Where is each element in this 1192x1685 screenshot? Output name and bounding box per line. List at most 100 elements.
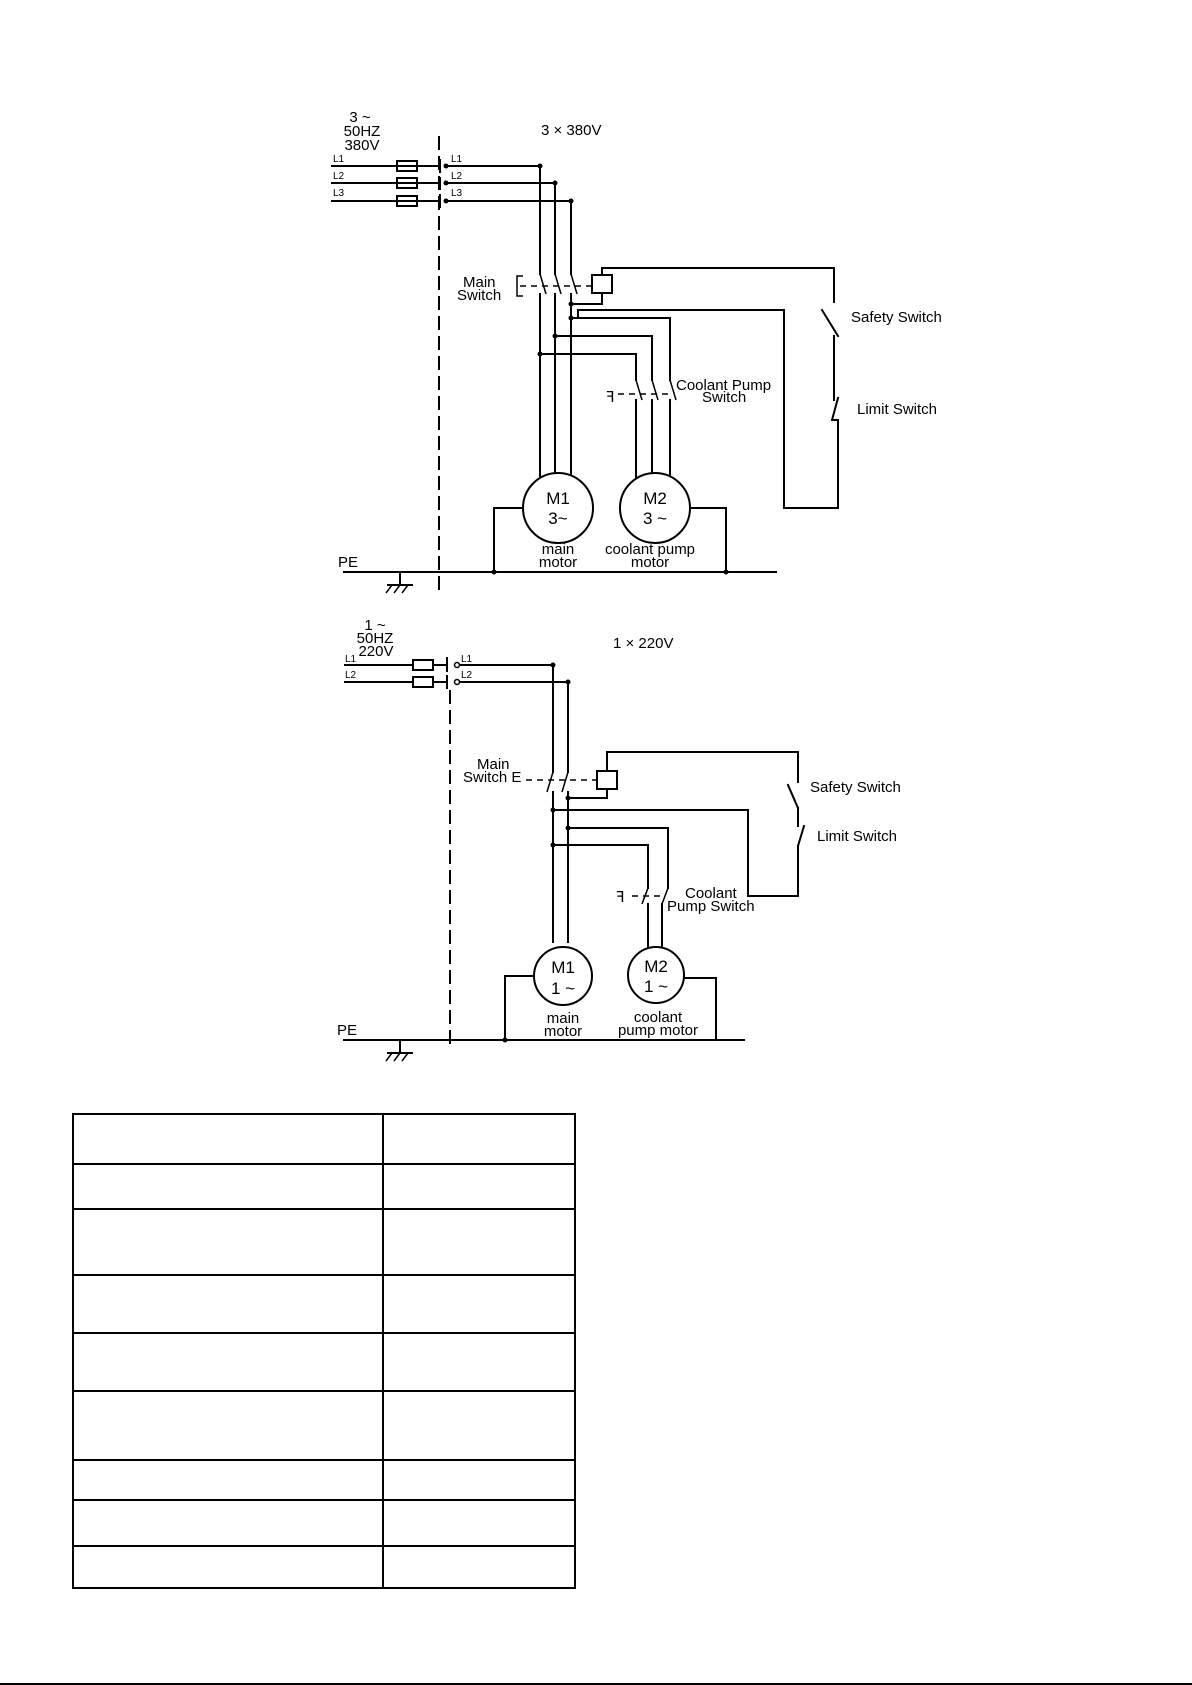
coolant-switch2-label-2: Pump Switch [667, 898, 755, 915]
coolant-switch2-label: Coolant [685, 885, 738, 902]
motor-m2: M2 3 ~ coolant pump motor [605, 472, 695, 571]
line-label-l1-right: L1 [451, 154, 463, 165]
wiring-diagrams: 3 ~ 50HZ 380V 3 × 380V L1 L2 L3 L1 L2 L3 [331, 109, 942, 1062]
spec-table [72, 1113, 576, 1589]
main-switch2-label-2: Switch E [463, 769, 521, 786]
motor-m1-caption: main [542, 541, 575, 558]
main-switch-1: Main Switch [457, 273, 613, 304]
supply-voltage-label: 380V [344, 137, 379, 154]
table-row [72, 1499, 576, 1547]
table-cell [382, 1390, 576, 1461]
table-row [72, 1208, 576, 1276]
table-cell [72, 1113, 384, 1165]
supply2-frequency-label: 50HZ [357, 630, 394, 647]
main-switch-label: Main [463, 274, 496, 291]
table-row [72, 1545, 576, 1589]
table-cell [72, 1499, 384, 1547]
line-label-l2: L2 [333, 171, 345, 182]
motor-m2-caption-2: motor [631, 554, 669, 571]
table-cell [382, 1163, 576, 1210]
safety-switch2-label: Safety Switch [810, 779, 901, 796]
rating-label: 3 × 380V [541, 122, 601, 139]
safety-switch-label: Safety Switch [851, 309, 942, 326]
coolant-pump-switch-1: ꟻ Coolant Pump Switch [606, 377, 771, 406]
page-bottom-rule [0, 1683, 1192, 1685]
table-row [72, 1274, 576, 1334]
ground-icon [385, 571, 413, 594]
table-cell [382, 1332, 576, 1392]
ground-icon-2 [385, 1039, 413, 1062]
motor2-m1-type: 1 ~ [551, 979, 575, 998]
motor-m1-caption-2: motor [539, 554, 577, 571]
coolant-switch-label-2: Switch [702, 389, 746, 406]
coolant-pump-switch-2: ꟻ Coolant Pump Switch [616, 885, 755, 915]
motor2-m2-name: M2 [644, 957, 668, 976]
table-row [72, 1113, 576, 1165]
table-cell [72, 1390, 384, 1461]
coolant-switch2-actuator-icon: ꟻ [616, 889, 625, 906]
table-cell [72, 1208, 384, 1276]
line2-label-l2-right: L2 [461, 670, 473, 681]
motor2-m1-caption: main [547, 1010, 580, 1027]
main-switch2-label: Main [477, 756, 510, 773]
line2-label-l2: L2 [345, 670, 357, 681]
coolant-switch-label: Coolant Pump [676, 377, 771, 394]
motor-m2-name: M2 [643, 489, 667, 508]
motor2-m2-caption-2: pump motor [618, 1022, 698, 1039]
motor-m1: M1 3~ main motor [522, 472, 594, 571]
table-row [72, 1459, 576, 1501]
diagram-3-phase: 3 ~ 50HZ 380V 3 × 380V L1 L2 L3 L1 L2 L3 [331, 109, 942, 594]
table-cell [382, 1274, 576, 1334]
table-cell [382, 1545, 576, 1589]
table-cell [382, 1459, 576, 1501]
main-switch-label-2: Switch [457, 287, 501, 304]
safety-switch [820, 308, 840, 338]
motor2-m1-name: M1 [551, 958, 575, 977]
table-cell [382, 1113, 576, 1165]
pe2-label: PE [337, 1022, 357, 1039]
fuses [331, 160, 439, 207]
motor-m1-name: M1 [546, 489, 570, 508]
undervoltage-coil-2 [596, 770, 618, 790]
fuses-2 [344, 659, 447, 688]
motor2-m1-caption-2: motor [544, 1023, 582, 1040]
motor2-m2-caption: coolant [634, 1009, 683, 1026]
table-row [72, 1163, 576, 1210]
limit-switch-2 [796, 824, 806, 848]
table-cell [72, 1274, 384, 1334]
motor2-m2-type: 1 ~ [644, 977, 668, 996]
table-cell [382, 1499, 576, 1547]
limit-switch2-label: Limit Switch [817, 828, 897, 845]
table-cell [72, 1332, 384, 1392]
line-label-l3-right: L3 [451, 188, 463, 199]
line2-label-l1-right: L1 [461, 654, 473, 665]
motor2-m2: M2 1 ~ coolant pump motor [618, 946, 698, 1039]
limit-switch [830, 396, 840, 422]
table-row [72, 1390, 576, 1461]
table-cell [72, 1163, 384, 1210]
motor-m2-caption: coolant pump [605, 541, 695, 558]
line-label-l1: L1 [333, 154, 345, 165]
coolant-switch-actuator-icon: ꟻ [606, 389, 615, 406]
line-label-l2-right: L2 [451, 171, 463, 182]
table-cell [72, 1545, 384, 1589]
pe-label: PE [338, 554, 358, 571]
safety-switch-2 [786, 783, 800, 810]
line-label-l3: L3 [333, 188, 345, 199]
rating2-label: 1 × 220V [613, 635, 673, 652]
supply2-voltage-label: 220V [358, 643, 393, 660]
supply2-phase-label: 1 ~ [364, 617, 386, 634]
motor-m1-type: 3~ [548, 509, 567, 528]
motor2-m1: M1 1 ~ main motor [533, 946, 593, 1040]
line2-label-l1: L1 [345, 654, 357, 665]
motor-m2-type: 3 ~ [643, 509, 667, 528]
table-row [72, 1332, 576, 1392]
supply-phase-label: 3 ~ [349, 109, 371, 126]
table-cell [382, 1208, 576, 1276]
table-cell [72, 1459, 384, 1501]
main-switch-2: Main Switch E [463, 756, 618, 793]
limit-switch-label: Limit Switch [857, 401, 937, 418]
supply-frequency-label: 50HZ [344, 123, 381, 140]
undervoltage-coil [591, 274, 613, 294]
